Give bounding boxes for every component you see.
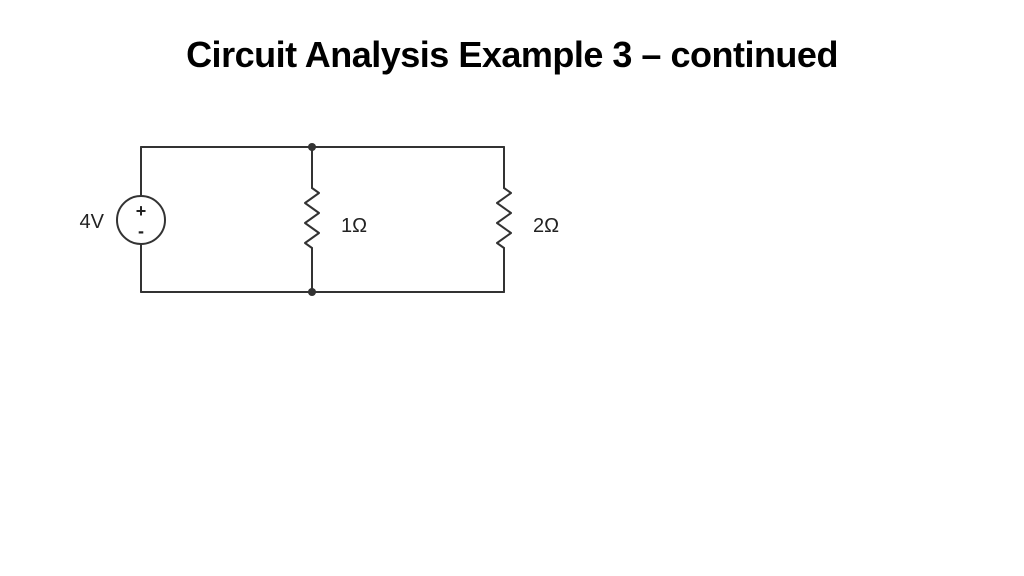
source-label: 4V	[80, 211, 105, 233]
junction-node-bottom	[308, 288, 316, 296]
resistor-1-label: 1Ω	[341, 215, 367, 237]
resistor-1-symbol	[304, 187, 320, 249]
source-minus-sign: -	[138, 221, 144, 241]
resistor-2-label: 2Ω	[533, 215, 559, 237]
resistor-2-symbol	[496, 187, 512, 249]
slide-title: Circuit Analysis Example 3 – continued	[186, 34, 838, 75]
junction-node-top	[308, 143, 316, 151]
voltage-source-symbol	[116, 195, 166, 245]
source-plus-sign: +	[136, 201, 147, 221]
